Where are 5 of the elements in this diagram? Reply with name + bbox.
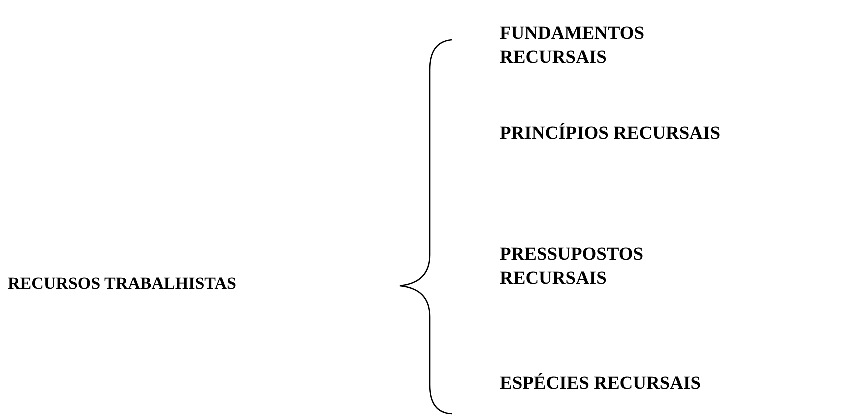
branch-item: FUNDAMENTOS RECURSAIS <box>500 23 646 70</box>
branch-item: PRESSUPOSTOS RECURSAIS <box>500 244 645 292</box>
branch-item: PRINCÍPIOS RECURSAIS <box>500 122 722 146</box>
root-heading: RECURSOS TRABALHISTAS <box>8 273 238 295</box>
branch-item: ESPÉCIES RECURSAIS <box>500 372 702 396</box>
